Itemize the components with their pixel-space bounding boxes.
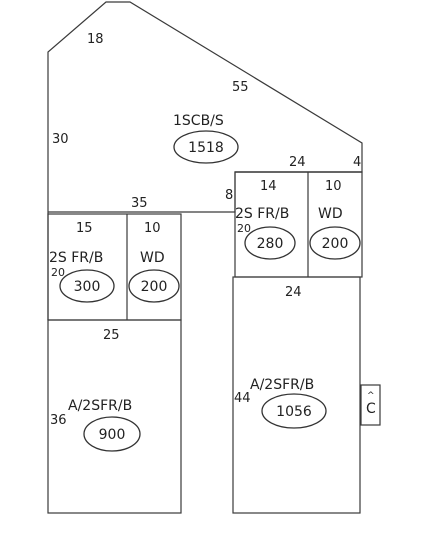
left-deck-area: 200 [141,279,168,295]
dim-24-mid: 24 [285,285,302,300]
left-addition-area: 900 [99,427,126,443]
side-box-label: C [366,401,376,417]
right-room-area: 280 [257,236,284,252]
right-addition-area: 1056 [276,404,312,420]
dim-55: 55 [232,80,249,95]
left-addition-label: A/2SFR/B [68,398,132,414]
left-deck-area-ring [128,269,180,303]
dim-8: 8 [225,188,233,203]
dim-24-top: 24 [289,155,306,170]
right-deck-area-ring [309,226,361,260]
side-box-mark: ^ [367,391,375,401]
dim-14: 14 [260,179,277,194]
dim-35: 35 [131,196,148,211]
left-addition-outline [47,319,182,514]
right-room-area-ring [244,226,296,260]
dim-36: 36 [50,413,67,428]
left-room-area-ring [59,269,115,303]
left-room-outline [47,213,182,321]
main-section-area-ring [173,130,239,164]
left-deck-label: WD [140,250,165,266]
dim-15: 15 [76,221,93,236]
dim-10-left: 10 [144,221,161,236]
dim-25: 25 [103,328,120,343]
left-room-label: 2S FR/B [49,250,103,266]
dim-4: 4 [353,155,361,170]
right-room-label: 2S FR/B [235,206,289,222]
dim-20-right: 20 [237,222,251,235]
main-section-outline [47,1,363,320]
right-deck-area: 200 [322,236,349,252]
dim-18: 18 [87,32,104,47]
right-addition-outline [232,276,361,514]
dim-30: 30 [52,132,69,147]
main-section-area: 1518 [188,140,224,156]
dim-44: 44 [234,391,251,406]
right-room-outline [234,171,363,278]
dim-10-right: 10 [325,179,342,194]
right-addition-label: A/2SFR/B [250,377,314,393]
right-deck-label: WD [318,206,343,222]
dim-20-left: 20 [51,266,65,279]
left-room-area: 300 [74,279,101,295]
main-section-label: 1SCB/S [173,113,224,129]
side-box-outline [360,384,381,426]
left-addition-area-ring [83,416,141,452]
right-addition-area-ring [261,393,327,429]
